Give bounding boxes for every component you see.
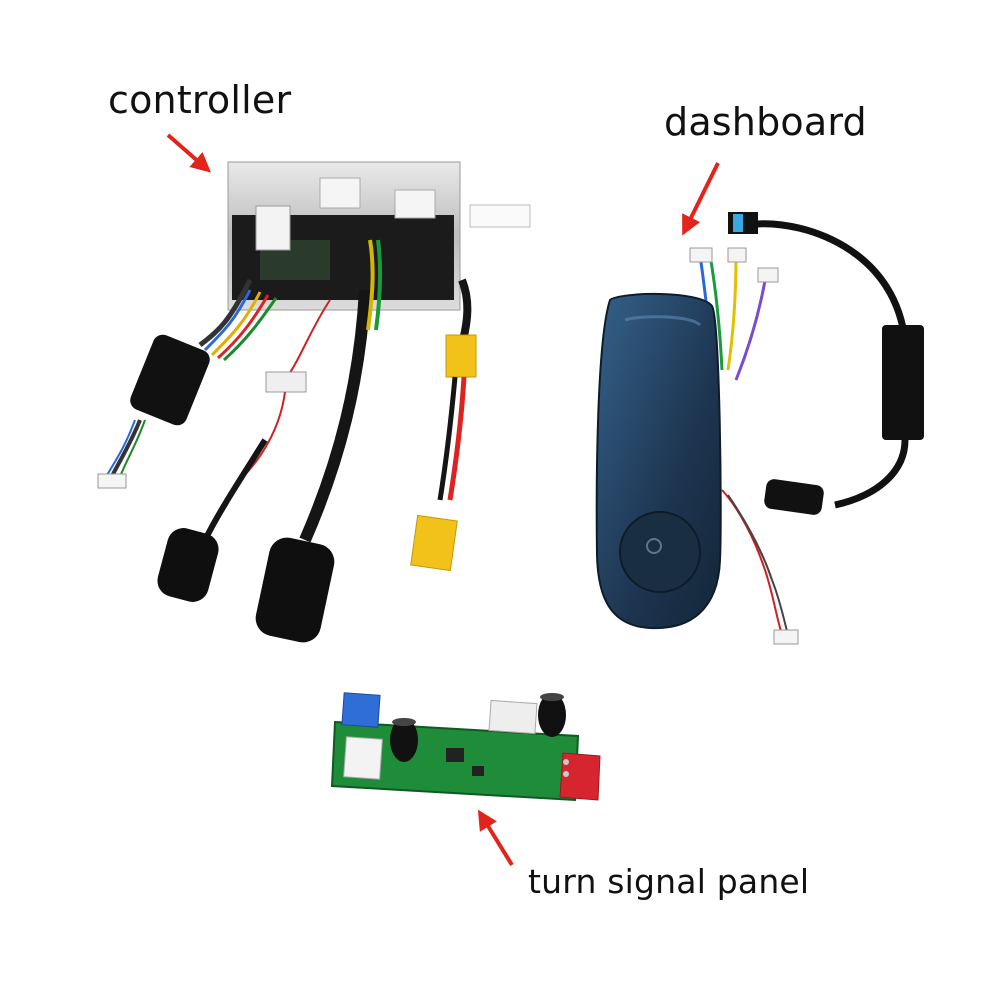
- arrow-dashboard: [682, 162, 720, 236]
- arrow-controller: [166, 133, 212, 173]
- dashboard-unit: [595, 212, 924, 645]
- controller-label: controller: [108, 78, 292, 122]
- arrow-turn-signal: [477, 809, 514, 867]
- turn-signal-panel-label: turn signal panel: [528, 862, 810, 901]
- dashboard-label: dashboard: [664, 100, 867, 144]
- controller-unit: [97, 161, 531, 643]
- turn-signal-panel-board: [330, 692, 601, 802]
